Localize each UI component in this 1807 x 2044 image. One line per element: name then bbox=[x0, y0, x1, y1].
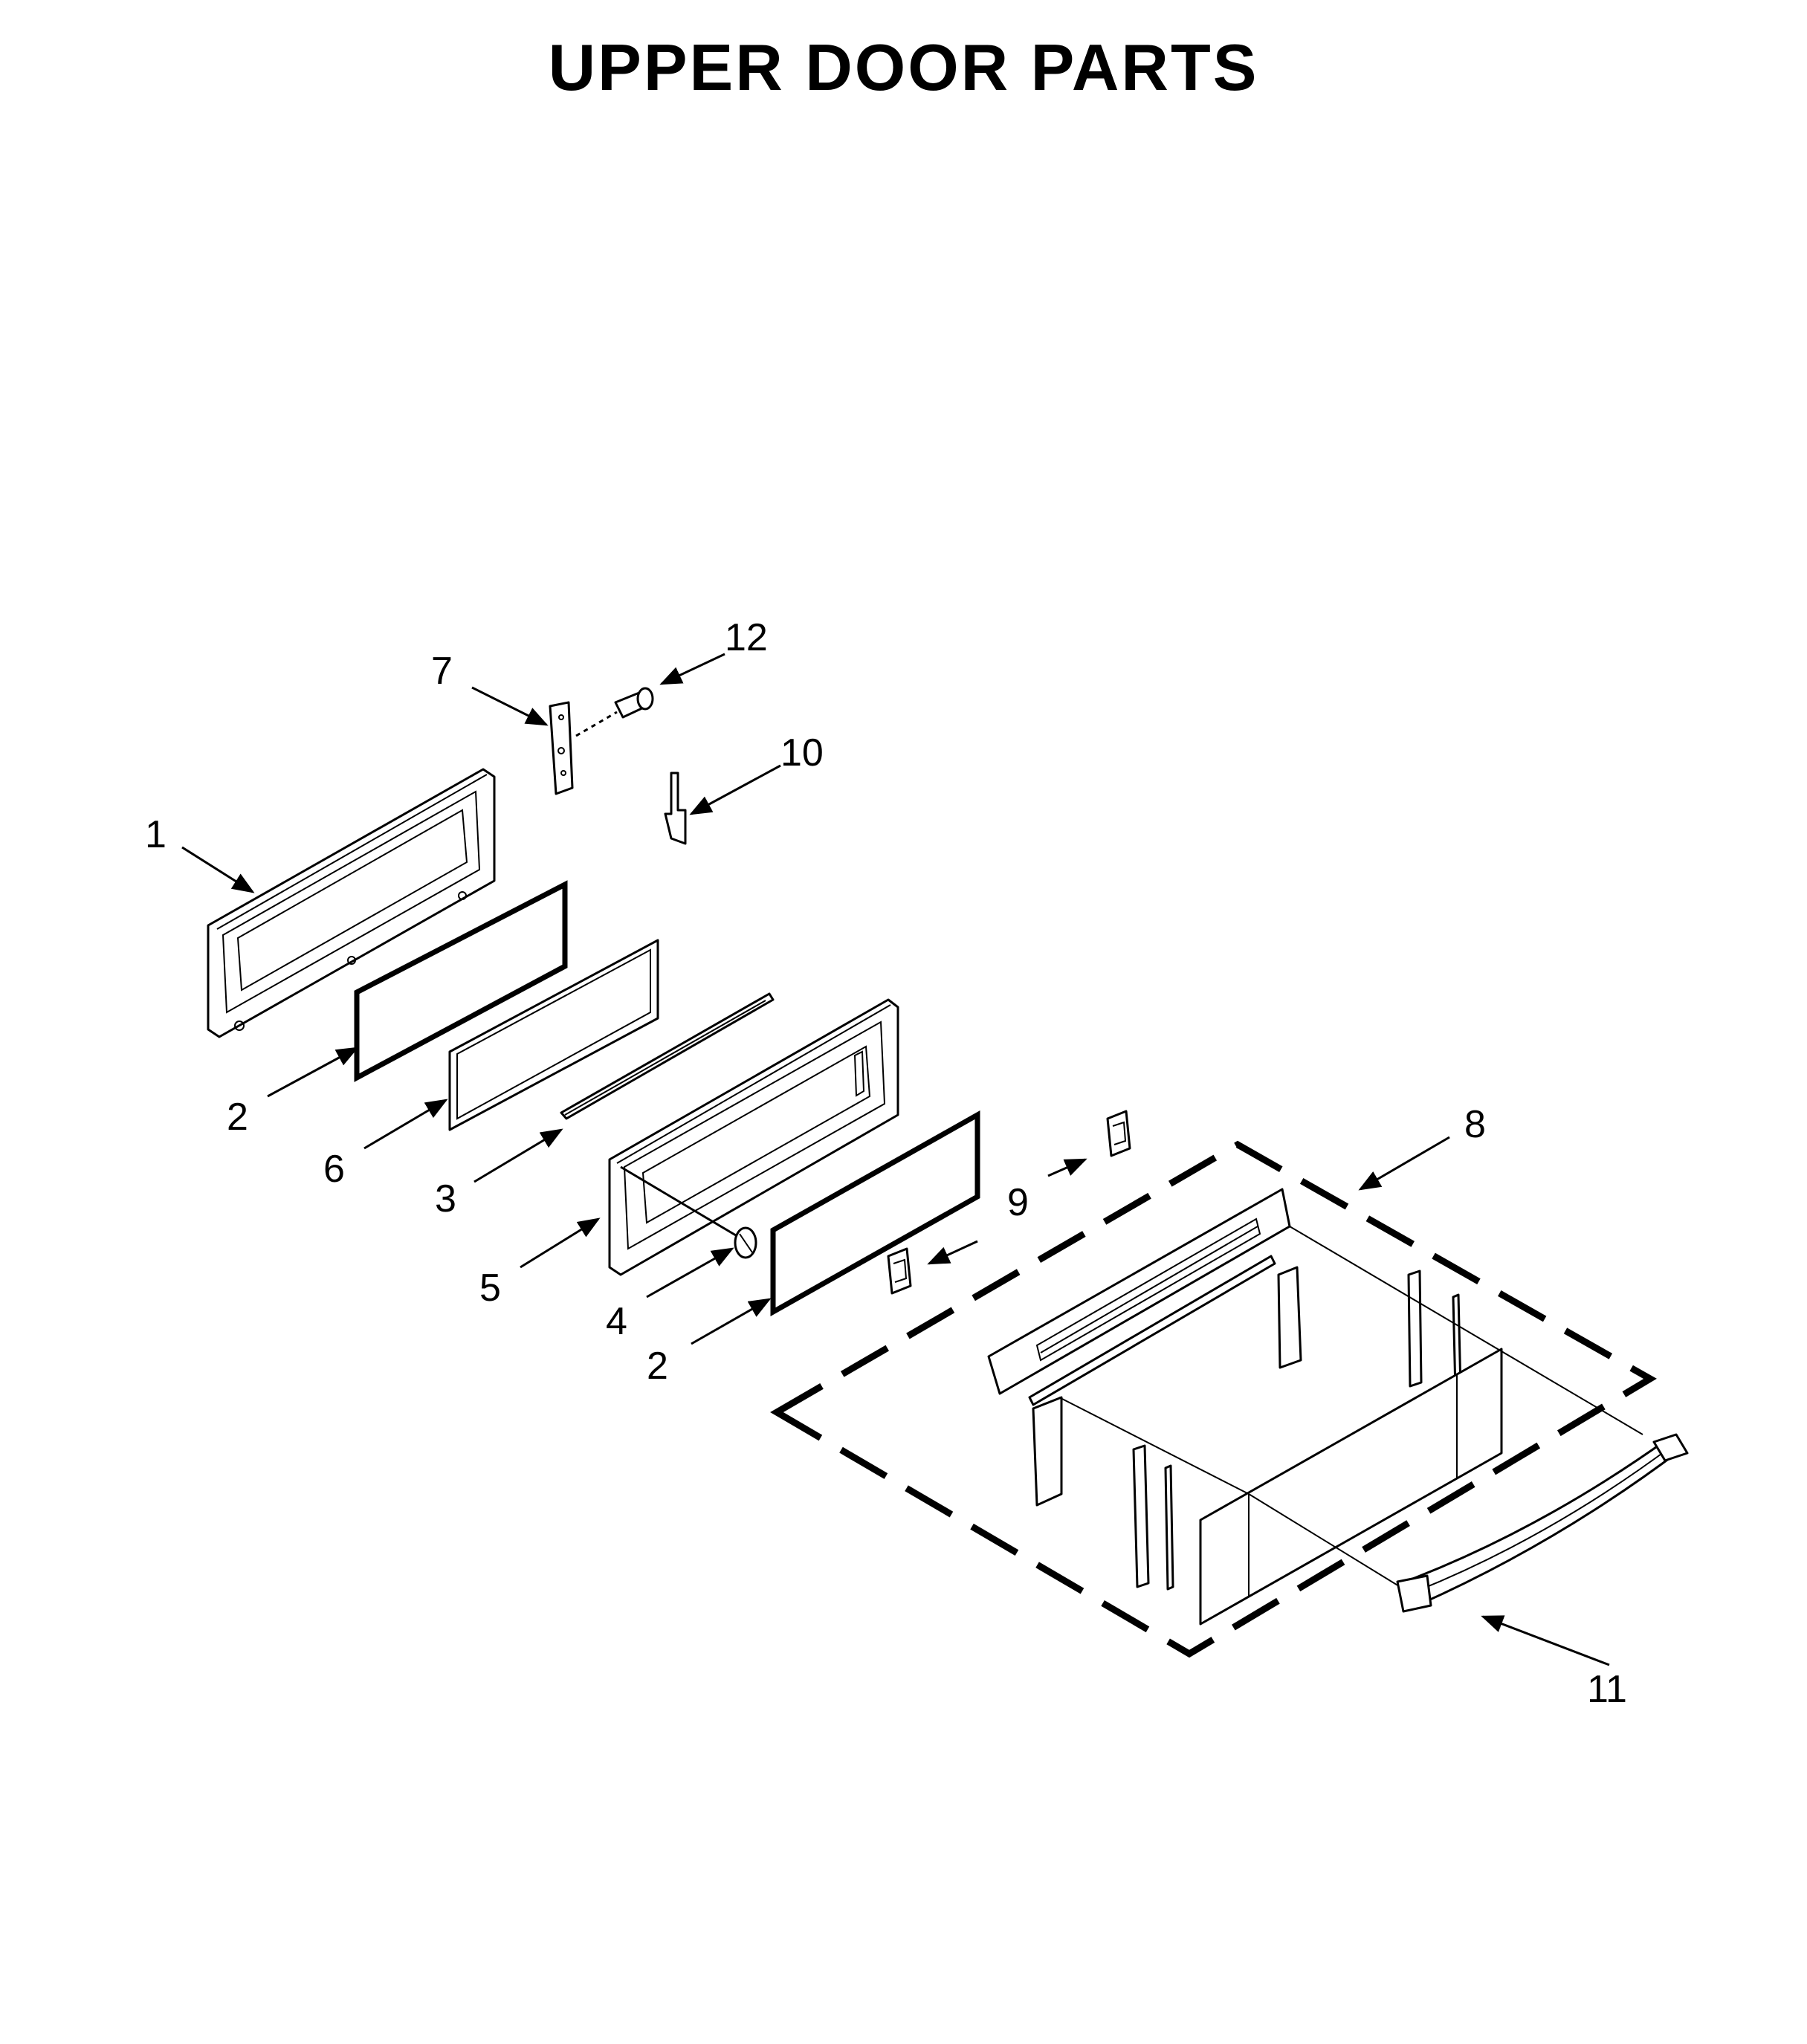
callout-labels: 1 2 6 3 5 4 2 7 12 10 8 9 11 bbox=[145, 616, 1627, 1711]
part-5-inner-door-frame[interactable] bbox=[608, 998, 899, 1276]
callout-7: 7 bbox=[431, 650, 453, 693]
callout-5: 5 bbox=[479, 1267, 501, 1310]
part-7-hinge-bracket[interactable] bbox=[549, 701, 574, 795]
part-1-outer-door-frame[interactable] bbox=[207, 768, 496, 1038]
part-10-latch-clip[interactable] bbox=[664, 772, 687, 845]
callout-12: 12 bbox=[725, 616, 768, 659]
callout-10: 10 bbox=[780, 731, 824, 774]
diagram-title: UPPER DOOR PARTS bbox=[548, 30, 1259, 104]
part-8-door-assembly-outline[interactable] bbox=[770, 1140, 1657, 1658]
callout-4: 4 bbox=[606, 1300, 627, 1343]
part-11-door-handle[interactable] bbox=[1396, 1433, 1689, 1613]
callout-2-lower: 2 bbox=[647, 1345, 668, 1388]
part-9-clip-upper[interactable] bbox=[1106, 1110, 1131, 1157]
callout-11: 11 bbox=[1587, 1668, 1627, 1711]
part-6-glass-gasket-frame[interactable] bbox=[448, 939, 659, 1131]
part-2-glass-panel-lower[interactable] bbox=[770, 1110, 980, 1316]
callout-1: 1 bbox=[145, 813, 167, 856]
callout-2-upper: 2 bbox=[227, 1096, 248, 1139]
part-3-glass-retainer-strip[interactable] bbox=[560, 992, 775, 1120]
callout-9: 9 bbox=[1007, 1181, 1029, 1224]
part-12-shoulder-screw[interactable] bbox=[575, 687, 654, 737]
part-9-clip-lower[interactable] bbox=[887, 1247, 912, 1295]
door-assembly-components bbox=[987, 1188, 1643, 1626]
callout-8: 8 bbox=[1464, 1103, 1486, 1146]
callout-3: 3 bbox=[435, 1177, 456, 1220]
callout-6: 6 bbox=[323, 1148, 345, 1191]
part-4-screw[interactable] bbox=[620, 1165, 757, 1259]
leader-arrows bbox=[181, 653, 1610, 1666]
